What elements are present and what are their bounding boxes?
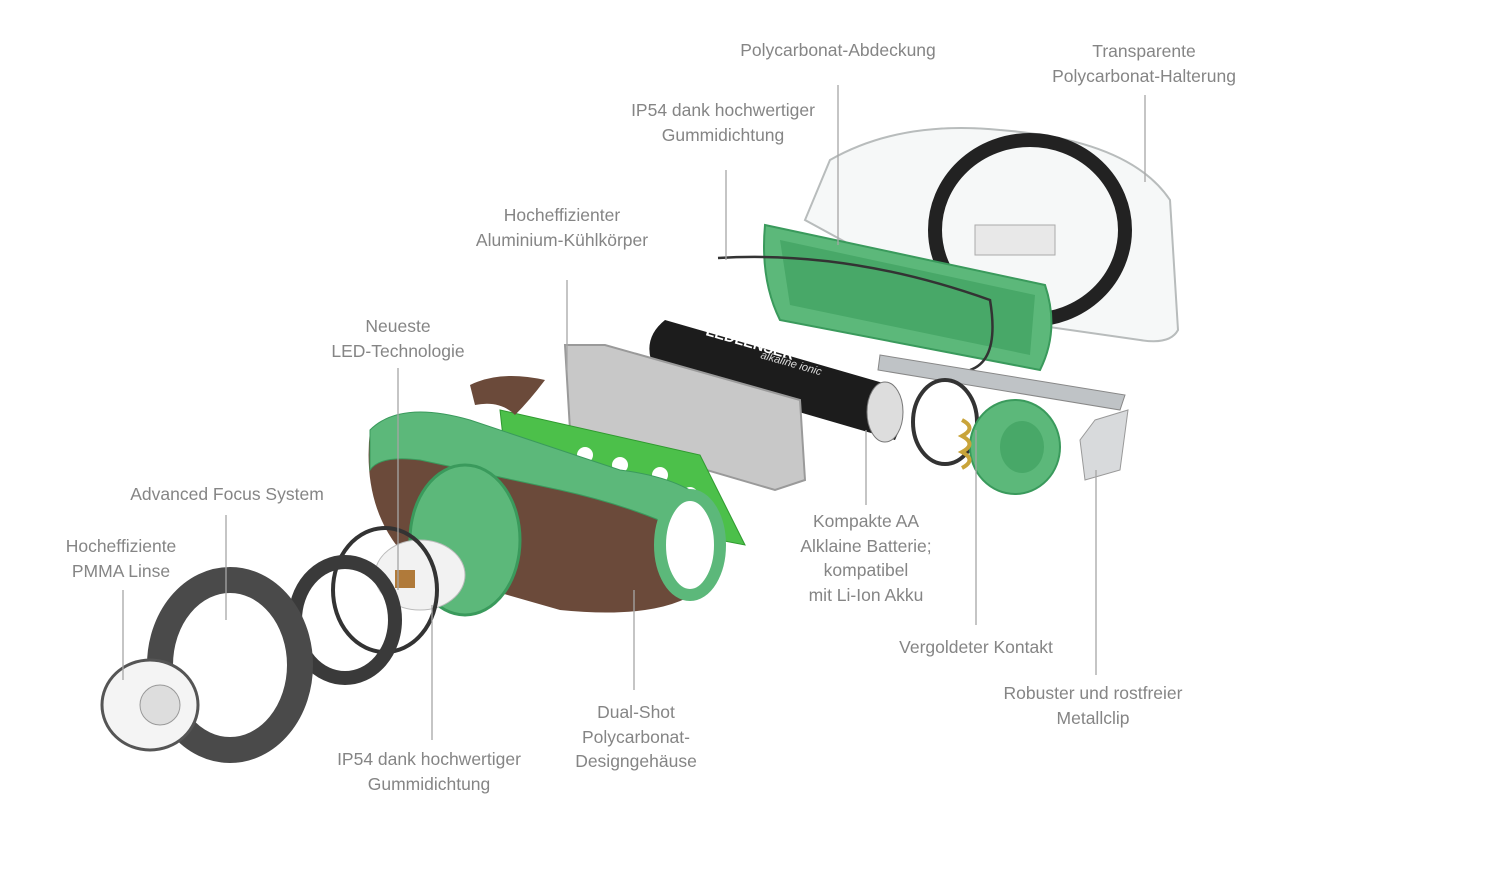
metal-strip [877,354,1126,411]
seal-ring-top [717,255,994,372]
label-text: Polycarbonat-Abdeckung [740,40,936,60]
label-contact: Vergoldeter Kontakt [899,635,1053,660]
label-text: Polycarbonat-Halterung [1052,65,1236,86]
label-text: PMMA Linse [71,560,171,581]
label-text: Designgehäuse [575,751,697,771]
label-text: kompatibel [823,560,909,580]
label-text: Polycarbonat- [582,726,690,747]
label-text: LED-Technologie [331,340,465,361]
label-text: Vergoldeter Kontakt [899,637,1053,657]
label-text: mit Li-Ion Akku [808,584,924,605]
label-text: Advanced Focus System [130,484,324,504]
leader-lines [122,85,1146,740]
label-text: IP54 dank hochwertiger [337,749,521,769]
transparent-holder [803,127,1180,343]
metal-clip [1079,409,1129,481]
label-text: Kompakte AA [812,511,920,531]
label-text: Metallclip [1056,707,1130,728]
battery-size: AA [819,350,842,371]
label-cover: Polycarbonat-Abdeckung [740,38,936,63]
label-text: Neueste [365,316,431,336]
label-text: Gummidichtung [367,773,491,794]
label-text: Transparente [1092,41,1196,61]
label-text: Aluminium-Kühlkörper [475,229,649,250]
label-text: Robuster und rostfreier [1003,683,1183,703]
label-text: Hocheffizienter [503,205,621,225]
label-text: Alklaine Batterie; [800,535,932,556]
label-text: Dual-Shot [597,702,675,722]
label-focus: Advanced Focus System [130,482,324,507]
pmma-lens [100,658,200,752]
label-text: Hocheffiziente [65,536,177,556]
label-text: IP54 dank hochwertiger [631,100,815,120]
label-text: Gummidichtung [661,124,785,145]
label-battery: Kompakte AA Alklaine Batterie; kompatibel m… [800,509,931,607]
gold-contact [957,399,1061,495]
switch-button [470,376,545,415]
